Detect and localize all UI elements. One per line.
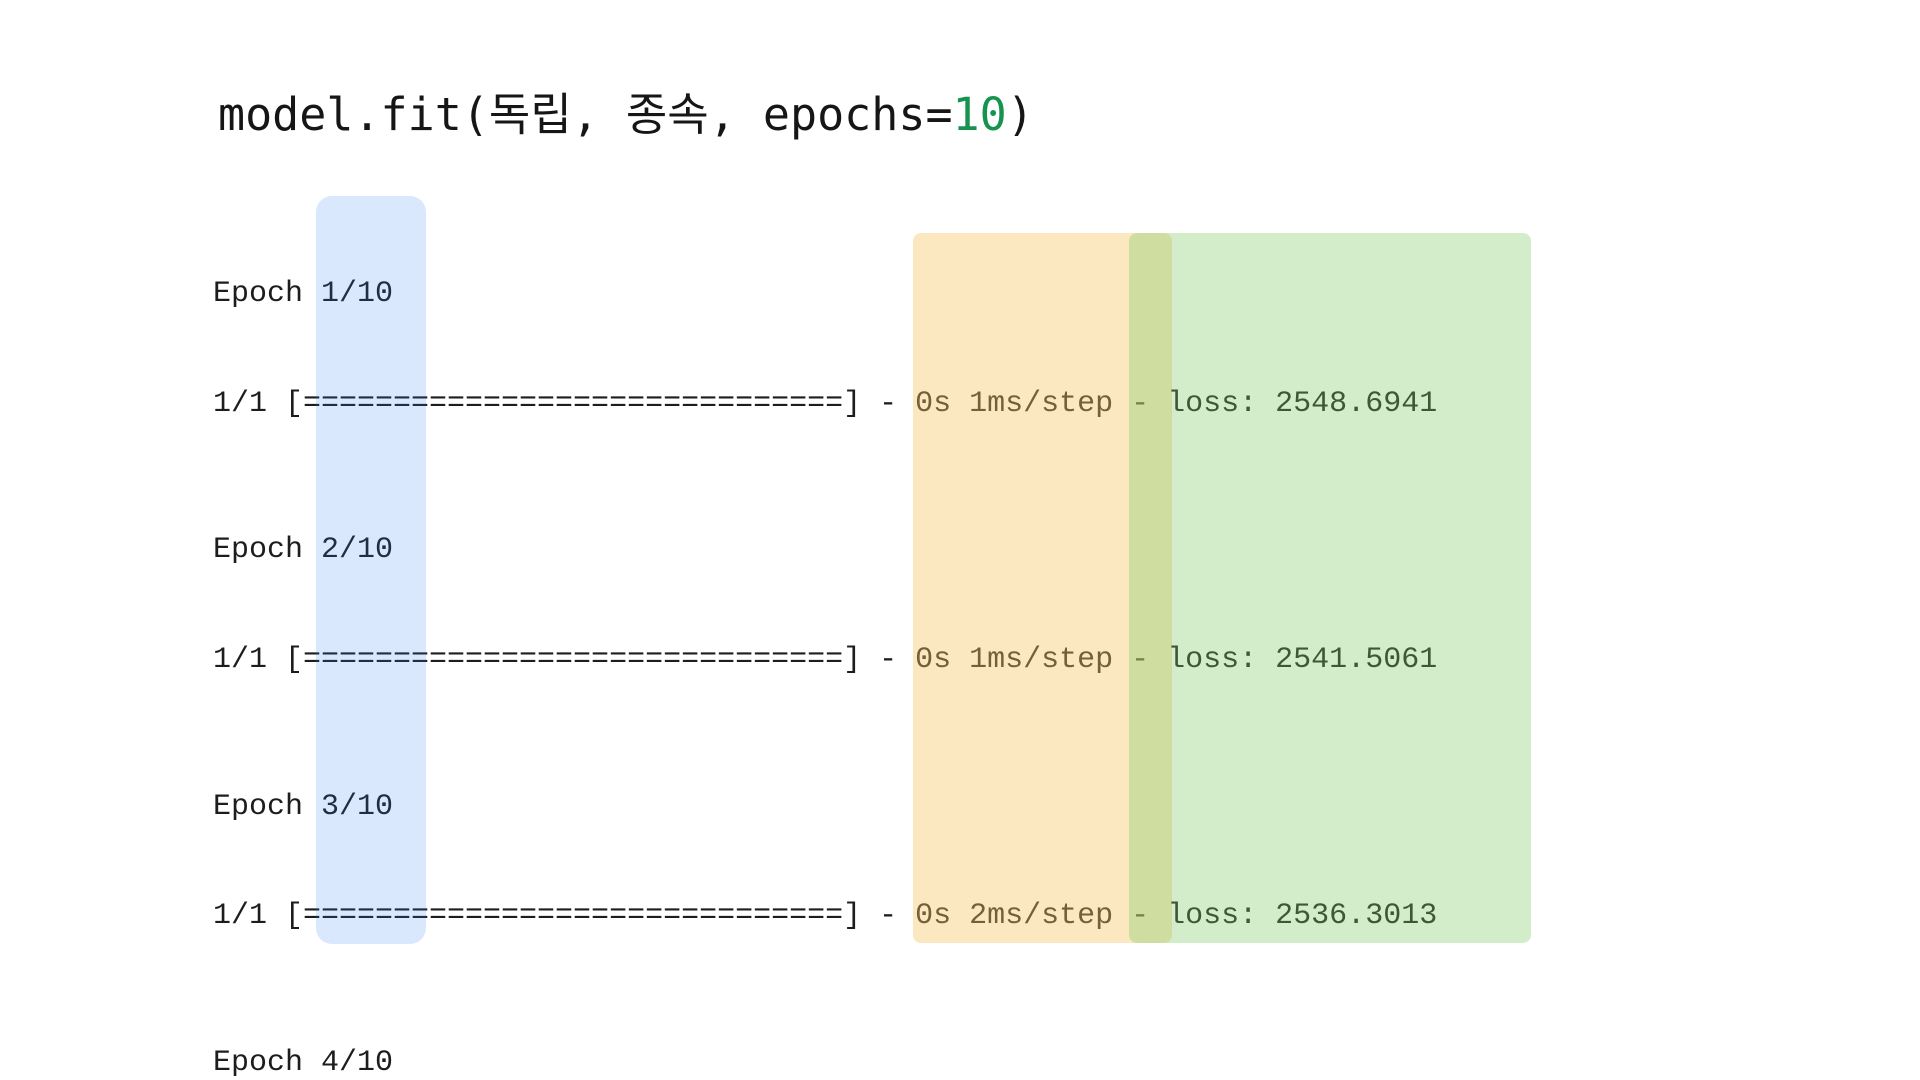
epoch-header-line: Epoch 1/10 <box>213 277 394 312</box>
title-epochs-value: 10 <box>952 88 1007 141</box>
title-code-suffix: ) <box>1006 88 1034 141</box>
training-log: Epoch 1/10 1/1 [========================… <box>213 203 1473 1080</box>
title-code-prefix: model.fit(독립, 종속, epochs= <box>218 88 953 141</box>
epoch-header-line: Epoch 2/10 <box>213 533 394 568</box>
slide-title-code: model.fit(독립, 종속, epochs=10) <box>218 84 1034 146</box>
epoch-header-line: Epoch 3/10 <box>213 789 394 824</box>
epoch-progress-line: 1/1 [==============================] - 0… <box>213 899 1438 934</box>
epoch-header-line: Epoch 4/10 <box>213 1045 394 1080</box>
epoch-progress-line: 1/1 [==============================] - 0… <box>213 386 1438 421</box>
epoch-progress-line: 1/1 [==============================] - 0… <box>213 643 1438 678</box>
